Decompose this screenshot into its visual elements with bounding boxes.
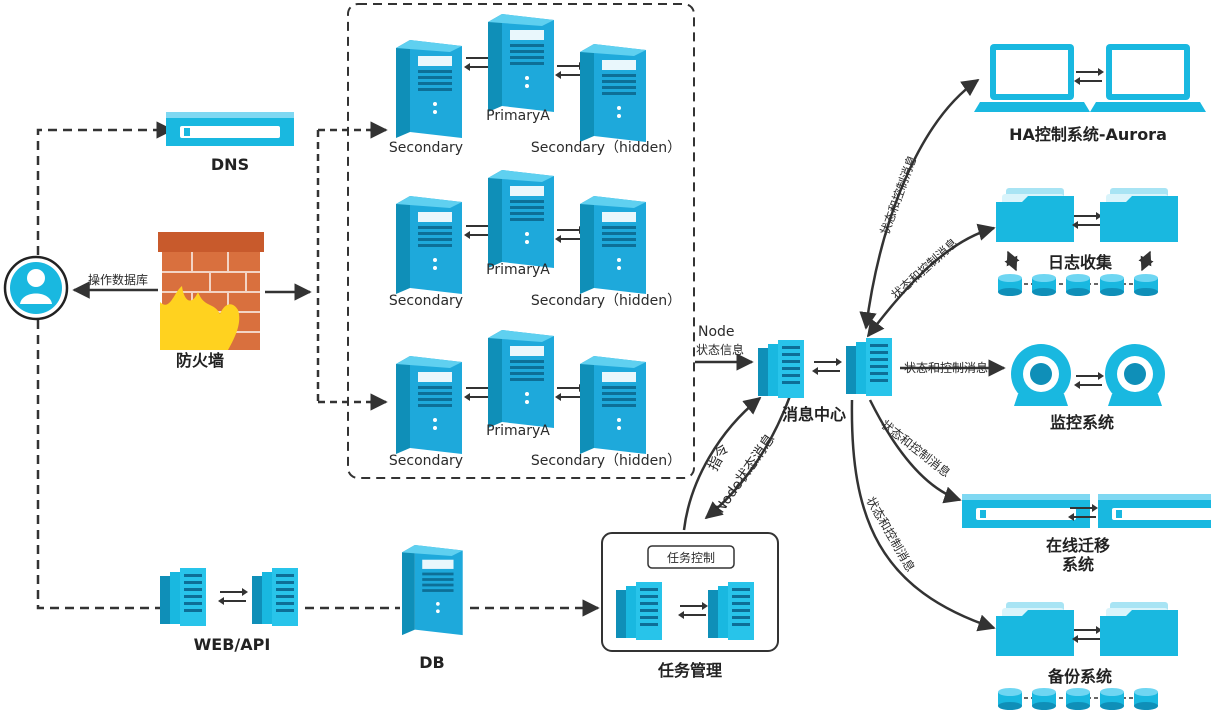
server-tower-icon: [396, 40, 462, 138]
secondary-label: Secondary: [389, 140, 463, 156]
secondary-label: Secondary: [389, 453, 463, 469]
ctrl-msg-label: 状态和控制消息: [904, 360, 988, 375]
laptop-icon: [1090, 44, 1206, 112]
database-disk-icon: [1100, 274, 1124, 296]
dns-server-icon: [166, 112, 294, 146]
database-disk-icon: [1066, 274, 1090, 296]
dns-label: DNS: [211, 155, 249, 174]
primary-label: PrimaryA: [486, 262, 550, 278]
msg-center-label: 消息中心: [782, 405, 846, 424]
monitor-label: 监控系统: [1050, 413, 1114, 432]
database-disk-icon: [998, 274, 1022, 296]
server-tower-icon: [580, 44, 646, 142]
laptop-icon: [974, 44, 1090, 112]
folder-icon: [1100, 188, 1178, 242]
node-label-line2: 状态信息: [696, 342, 744, 357]
folder-icon: [1100, 602, 1178, 656]
backup-label: 备份系统: [1047, 667, 1112, 686]
server-tower-icon: [488, 330, 554, 428]
rack-server-icon: [758, 340, 804, 398]
log-disks: [998, 250, 1158, 296]
cluster-row-2: Secondary PrimaryA Secondary（hidden）: [389, 170, 681, 309]
backup-disks: [998, 688, 1158, 710]
task-control-label: 任务控制: [667, 550, 715, 565]
cluster-row-3: Secondary PrimaryA Secondary（hidden）: [389, 330, 681, 469]
camera-icon: [1011, 344, 1071, 406]
user-icon: [3, 255, 69, 321]
connector-lines: [36, 3, 1006, 652]
folder-icon: [996, 188, 1074, 242]
cluster-row-1: Secondary PrimaryA Secondary（hidden）: [389, 14, 681, 156]
primary-label: PrimaryA: [486, 108, 550, 124]
primary-label: PrimaryA: [486, 423, 550, 439]
ctrl-msg-label: 状态和控制消息: [888, 235, 960, 302]
server-tower-icon: [580, 196, 646, 294]
task-control-box: [647, 545, 735, 569]
firewall-icon: [158, 232, 264, 350]
firewall-label: 防火墙: [176, 351, 224, 370]
rack-server-icon: [616, 582, 662, 640]
secondary-label: Secondary: [389, 293, 463, 309]
server-tower-icon: [396, 196, 462, 294]
cmd-label: 指令: [705, 442, 732, 474]
database-disk-icon: [1066, 688, 1090, 710]
server-tower-icon: [396, 356, 462, 454]
folder-icon: [996, 602, 1074, 656]
web-api-servers: [160, 568, 298, 626]
migrate-label-line1: 在线迁移: [1046, 536, 1110, 555]
database-disk-icon: [1100, 688, 1124, 710]
server-tower-icon: [488, 14, 554, 112]
db-server-icon: [402, 545, 463, 636]
node-label-line1: Node: [698, 324, 735, 340]
task-mgmt-label: 任务管理: [657, 661, 722, 680]
rack-server-icon: [252, 568, 298, 626]
rack-server-icon: [708, 582, 754, 640]
op-db-label: 操作数据库: [88, 272, 148, 287]
web-api-label: WEB/API: [194, 635, 271, 654]
ctrl-msg-label: 状态和控制消息: [877, 153, 920, 237]
ha-label: HA控制系统-Aurora: [1009, 125, 1167, 144]
log-label: 日志收集: [1048, 253, 1113, 272]
hidden-label: Secondary（hidden）: [531, 140, 681, 156]
hidden-label: Secondary（hidden）: [531, 293, 681, 309]
rack-server-icon: [846, 338, 892, 396]
db-label: DB: [419, 653, 444, 672]
server-tower-icon: [488, 170, 554, 268]
camera-icon: [1105, 344, 1165, 406]
database-disk-icon: [1032, 274, 1056, 296]
database-disk-icon: [998, 688, 1022, 710]
rack-server-icon: [160, 568, 206, 626]
migrate-label-line2: 系统: [1062, 555, 1094, 574]
migrate-server-icon: [962, 494, 1090, 528]
hidden-label: Secondary（hidden）: [531, 453, 681, 469]
migrate-server-icon: [1098, 494, 1211, 528]
database-disk-icon: [1134, 274, 1158, 296]
server-tower-icon: [580, 356, 646, 454]
database-disk-icon: [1032, 688, 1056, 710]
database-disk-icon: [1134, 688, 1158, 710]
